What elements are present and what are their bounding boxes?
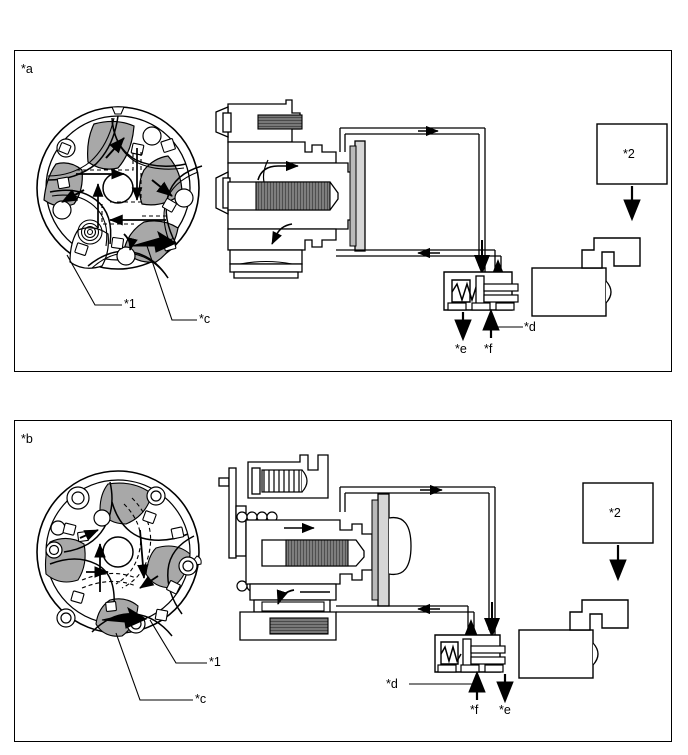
panel-a xyxy=(14,50,672,372)
panel-a-callout-c: *c xyxy=(199,312,211,326)
panel-a-tag: *a xyxy=(21,62,33,76)
panel-b-ecu-label: *2 xyxy=(609,506,621,520)
panel-a-port-f: *f xyxy=(484,342,493,356)
panel-b-port-e: *e xyxy=(499,703,511,717)
panel-a-port-d: *d xyxy=(524,320,536,334)
panel-b xyxy=(14,420,672,742)
panel-b-callout-c: *c xyxy=(195,692,207,706)
panel-b-tag: *b xyxy=(21,432,33,446)
panel-b-callout-1: *1 xyxy=(209,655,221,669)
panel-b-port-f: *f xyxy=(470,703,479,717)
panel-a-port-e: *e xyxy=(455,342,467,356)
panel-a-callout-1: *1 xyxy=(124,297,136,311)
panel-a-ecu-label: *2 xyxy=(623,147,635,161)
panel-b-port-d: *d xyxy=(386,677,398,691)
